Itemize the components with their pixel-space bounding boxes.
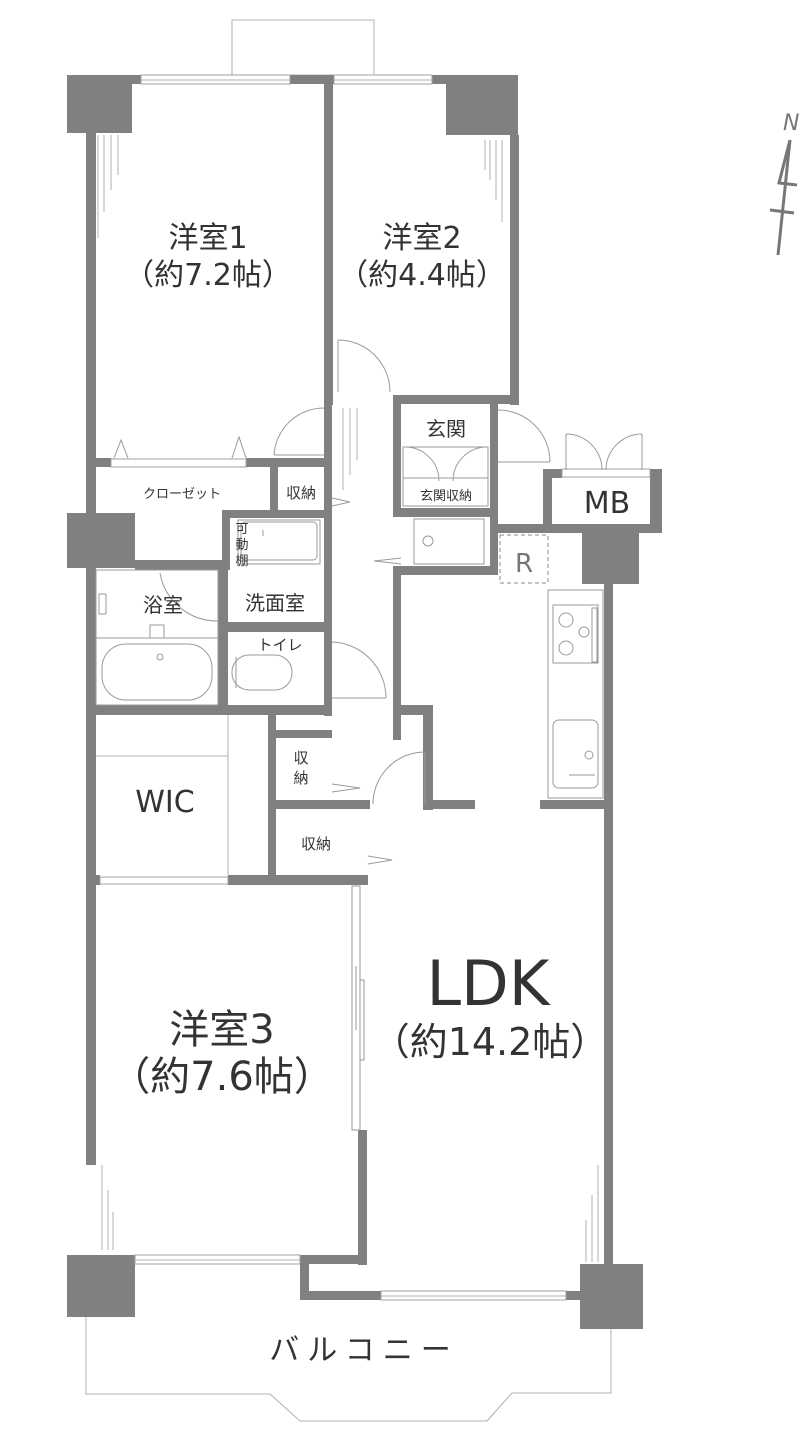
entrance-storage-frame bbox=[402, 446, 489, 507]
room-label-movable-shelf-3: 棚 bbox=[235, 554, 248, 569]
windows bbox=[99, 74, 651, 1301]
room-label-western-2: 洋室2 bbox=[382, 221, 461, 256]
room-label-bathroom: 浴室 bbox=[143, 593, 183, 617]
room-label-storage-2a: 収 bbox=[293, 749, 308, 767]
wash-basin bbox=[237, 519, 321, 565]
room-label-storage-3: 収納 bbox=[301, 835, 331, 853]
room-label-refrigerator: R bbox=[515, 549, 533, 579]
north-arrow-icon bbox=[769, 139, 798, 256]
walls bbox=[67, 75, 662, 1329]
room-label-toilet: トイレ bbox=[257, 636, 302, 654]
bay-outline bbox=[231, 19, 375, 76]
room-label-entrance: 玄関 bbox=[426, 417, 466, 441]
room-label-entrance-storage: 玄関収納 bbox=[420, 489, 472, 504]
room-label-movable-shelf-2: 動 bbox=[235, 538, 248, 553]
room-label-mb: MB bbox=[584, 486, 630, 521]
sliding-partition bbox=[351, 885, 365, 1131]
doors bbox=[113, 339, 643, 865]
room-size-western-3: （約7.6帖） bbox=[110, 1054, 334, 1100]
kitchen-counter bbox=[547, 589, 604, 799]
room-label-wic: WIC bbox=[135, 785, 194, 820]
bathroom-fixtures bbox=[95, 569, 219, 706]
room-size-western-1: （約7.2帖） bbox=[124, 258, 292, 293]
toilet-fixture bbox=[231, 654, 293, 691]
room-label-closet: クローゼット bbox=[143, 487, 221, 502]
room-label-ldk: LDK bbox=[427, 947, 551, 1020]
room-label-storage-2b: 納 bbox=[293, 769, 308, 787]
room-size-western-2: （約4.4帖） bbox=[338, 258, 506, 293]
room-label-western-3: 洋室3 bbox=[169, 1007, 274, 1053]
room-label-storage-1: 収納 bbox=[286, 484, 316, 502]
room-label-balcony: バルコニー bbox=[269, 1333, 458, 1368]
wic-shelves bbox=[96, 715, 229, 875]
room-label-movable-shelf-1: 可 bbox=[235, 522, 248, 537]
curtain-lines bbox=[97, 135, 599, 1262]
balcony-outline bbox=[85, 1317, 612, 1422]
washing-machine-pan bbox=[413, 518, 485, 565]
refrigerator-space bbox=[499, 534, 549, 584]
compass-label: N bbox=[783, 111, 799, 136]
room-size-ldk: （約14.2帖） bbox=[372, 1020, 609, 1064]
room-label-western-1: 洋室1 bbox=[168, 221, 247, 256]
room-label-washroom: 洗面室 bbox=[245, 591, 305, 615]
